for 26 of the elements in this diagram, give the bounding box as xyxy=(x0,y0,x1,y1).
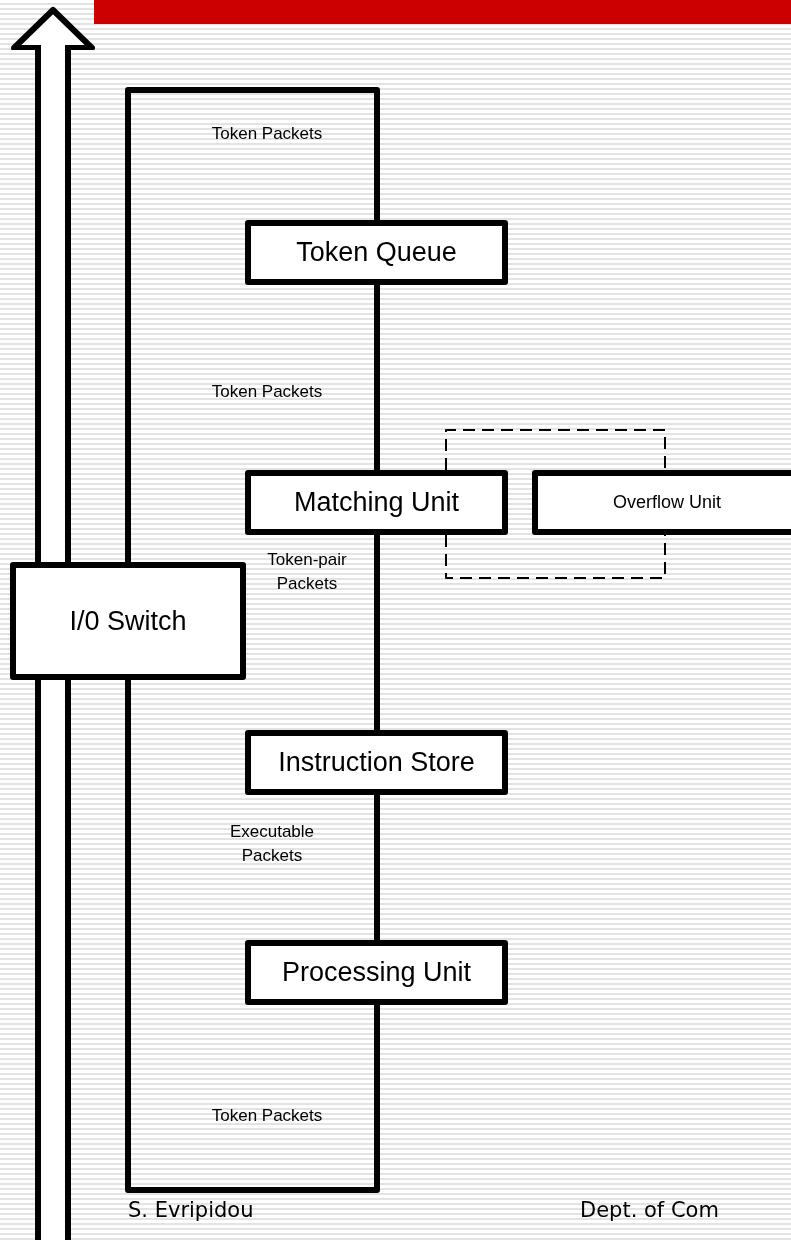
footer-text: S. Evripidou xyxy=(128,1198,254,1222)
unit-box xyxy=(245,470,508,535)
unit-box xyxy=(10,562,246,680)
unit-box xyxy=(245,940,508,1005)
unit-label: Matching Unit xyxy=(293,487,460,518)
edge-label: Token Packets xyxy=(210,123,324,145)
connector-line xyxy=(125,87,380,562)
edge-label: Token-pair Packets xyxy=(266,549,348,595)
unit-box xyxy=(532,470,791,535)
dashed-connector xyxy=(445,429,666,471)
footer-text: Dept. of Com xyxy=(580,1198,719,1222)
unit-label: I/0 Switch xyxy=(69,605,187,637)
connector-line xyxy=(374,535,380,730)
connector-line xyxy=(374,285,380,470)
unit-label: Instruction Store xyxy=(278,747,475,778)
dashed-connector xyxy=(445,534,666,579)
edge-label: Executable Packets xyxy=(228,821,316,867)
connector-line xyxy=(374,795,380,940)
connector-line xyxy=(125,680,380,1193)
edge-label: Token Packets xyxy=(210,1105,324,1127)
unit-label: Processing Unit xyxy=(281,957,472,988)
unit-label: Token Queue xyxy=(296,237,457,268)
unit-box xyxy=(245,730,508,795)
unit-label: Overflow Unit xyxy=(613,492,721,513)
edge-label: Token Packets xyxy=(210,381,324,403)
unit-box xyxy=(245,220,508,285)
